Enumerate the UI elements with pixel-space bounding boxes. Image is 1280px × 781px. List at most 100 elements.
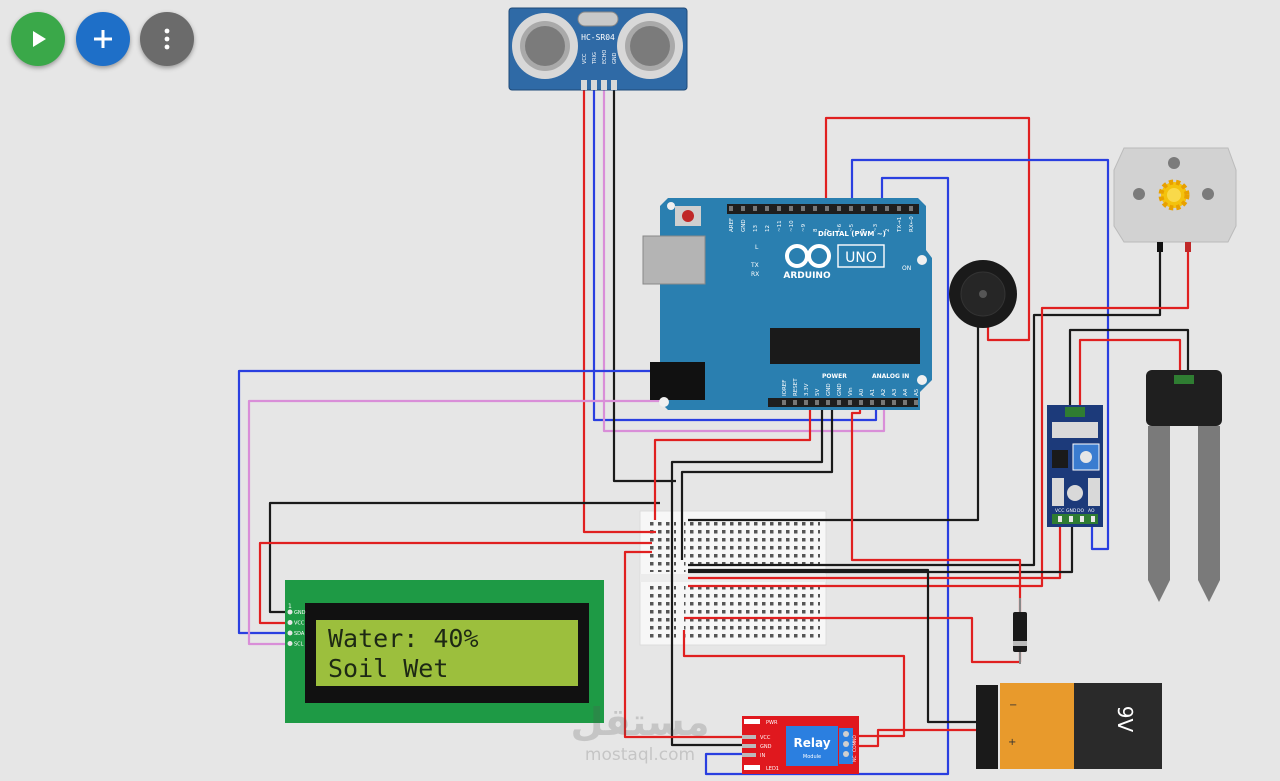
arduino-pin-d-8[interactable]: [825, 206, 829, 211]
battery-label: 9V: [1113, 706, 1137, 733]
relay-pin-vcc[interactable]: [742, 735, 756, 739]
dc-motor[interactable]: [1113, 147, 1237, 252]
wire-motor-neg: [688, 248, 1162, 567]
relay-pin-gnd[interactable]: [742, 744, 756, 748]
relay-terminal-label: COM: [852, 741, 858, 752]
soil-moisture-probe[interactable]: [1146, 370, 1222, 602]
moisture-pin-gnd[interactable]: [1069, 516, 1073, 522]
lcd-pin-scl[interactable]: [287, 641, 293, 646]
sensor-pin-vcc[interactable]: [581, 80, 587, 90]
moisture-pin-ao[interactable]: [1091, 516, 1095, 522]
wire-batt-pos: [856, 728, 978, 748]
buzzer[interactable]: [949, 260, 1017, 328]
arduino-pin-d-5[interactable]: [789, 206, 793, 211]
arduino-pin-d-3[interactable]: [765, 206, 769, 211]
arduino-pin-d-7[interactable]: [813, 206, 817, 211]
battery-plus: +: [1008, 737, 1016, 748]
arduino-bottom-pin-label: 3.3V: [804, 383, 810, 396]
sensor-label: HC-SR04: [581, 33, 615, 42]
diode[interactable]: [1013, 598, 1027, 664]
wire-gnd-1: [670, 405, 824, 747]
arduino-pin-b-11[interactable]: [903, 400, 907, 405]
lcd-pin-label: GND: [294, 610, 306, 616]
arduino-pin-d-4[interactable]: [777, 206, 781, 211]
more-vertical-icon: [164, 28, 170, 50]
rx-led-label: RX: [751, 271, 759, 278]
arduino-pin-d-2[interactable]: [753, 206, 757, 211]
sensor-pin-trig[interactable]: [591, 80, 597, 90]
sensor-pin-gnd[interactable]: [611, 80, 617, 90]
relay-terminal-no[interactable]: [843, 731, 849, 737]
arduino-bottom-pin-label: A2: [881, 389, 887, 396]
arduino-pin-d-15[interactable]: [909, 206, 913, 211]
watermark-logo: مستقل mostaql.com: [571, 700, 710, 765]
arduino-top-pin-label: 7: [825, 228, 831, 232]
arduino-pin-b-4[interactable]: [826, 400, 830, 405]
arduino-pin-d-14[interactable]: [897, 206, 901, 211]
wire-5v: [653, 405, 812, 520]
arduino-pin-d-10[interactable]: [849, 206, 853, 211]
tx-led-label: TX: [750, 262, 759, 269]
arduino-pin-d-13[interactable]: [885, 206, 889, 211]
lcd-pin-label: SCL: [294, 642, 304, 648]
relay-terminal-nc[interactable]: [843, 751, 849, 757]
arduino-pin-b-3[interactable]: [815, 400, 819, 405]
arduino-uno[interactable]: ARDUINO UNO DIGITAL (PWM ~) ANALOG IN PO…: [642, 198, 932, 410]
arduino-pin-d-11[interactable]: [861, 206, 865, 211]
arduino-pin-b-5[interactable]: [837, 400, 841, 405]
arduino-top-pin-label: RX←0: [909, 216, 915, 232]
arduino-pin-b-1[interactable]: [793, 400, 797, 405]
lcd-pin-sda[interactable]: [287, 630, 293, 636]
relay-pin-label: GND: [760, 744, 772, 750]
wire-probe-1: [1068, 328, 1190, 405]
sensor-pin-echo[interactable]: [601, 80, 607, 90]
arduino-pin-b-2[interactable]: [804, 400, 808, 405]
arduino-pin-b-0[interactable]: [782, 400, 786, 405]
arduino-pin-d-1[interactable]: [741, 206, 745, 211]
arduino-top-pin-label: 2: [885, 229, 891, 233]
add-part-button[interactable]: [76, 12, 130, 66]
wires[interactable]: [237, 88, 1190, 776]
lcd-pin-gnd[interactable]: [287, 609, 293, 615]
relay-terminal-com[interactable]: [843, 741, 849, 747]
relay-sublabel: Module: [803, 754, 821, 760]
wire-pin3-relay: [704, 176, 950, 776]
wire-sensor-trig: [592, 88, 878, 422]
arduino-pin-b-6[interactable]: [848, 400, 852, 405]
arduino-top-pin-label: ~3: [873, 223, 879, 232]
battery-9v[interactable]: 9V − +: [976, 683, 1162, 769]
wire-relay-vcc: [623, 550, 742, 739]
relay-pin-label: IN: [760, 753, 765, 759]
moisture-pin-vcc[interactable]: [1058, 516, 1062, 522]
arduino-pin-b-7[interactable]: [859, 400, 863, 405]
lcd-pin-label: VCC: [294, 621, 305, 627]
play-icon: [33, 31, 46, 47]
arduino-pin-d-9[interactable]: [837, 206, 841, 211]
arduino-pin-b-12[interactable]: [914, 400, 918, 405]
arduino-logo: [785, 244, 831, 268]
run-button[interactable]: [11, 12, 65, 66]
arduino-top-pin-label: 12: [765, 225, 771, 232]
arduino-pin-b-9[interactable]: [881, 400, 885, 405]
wire-pin9-buzzer: [824, 116, 1031, 342]
lcd-pin-vcc[interactable]: [287, 620, 293, 625]
relay-label: Relay: [793, 736, 830, 750]
arduino-pin-d-0[interactable]: [729, 206, 733, 211]
arduino-pin-b-10[interactable]: [892, 400, 896, 405]
relay-pin-in[interactable]: [742, 753, 756, 757]
watermark-latin: mostaql.com: [585, 745, 695, 765]
digital-label: DIGITAL (PWM ~): [818, 230, 886, 238]
arduino-pin-d-12[interactable]: [873, 206, 877, 211]
arduino-pin-d-6[interactable]: [801, 206, 805, 211]
arduino-bottom-pin-label: Vin: [848, 387, 854, 396]
more-options-button[interactable]: [140, 12, 194, 66]
wire-probe-2: [1078, 338, 1182, 405]
moisture-pin-do[interactable]: [1080, 516, 1084, 522]
sensor-pin-label: GND: [612, 52, 618, 64]
arduino-pin-b-8[interactable]: [870, 400, 874, 405]
